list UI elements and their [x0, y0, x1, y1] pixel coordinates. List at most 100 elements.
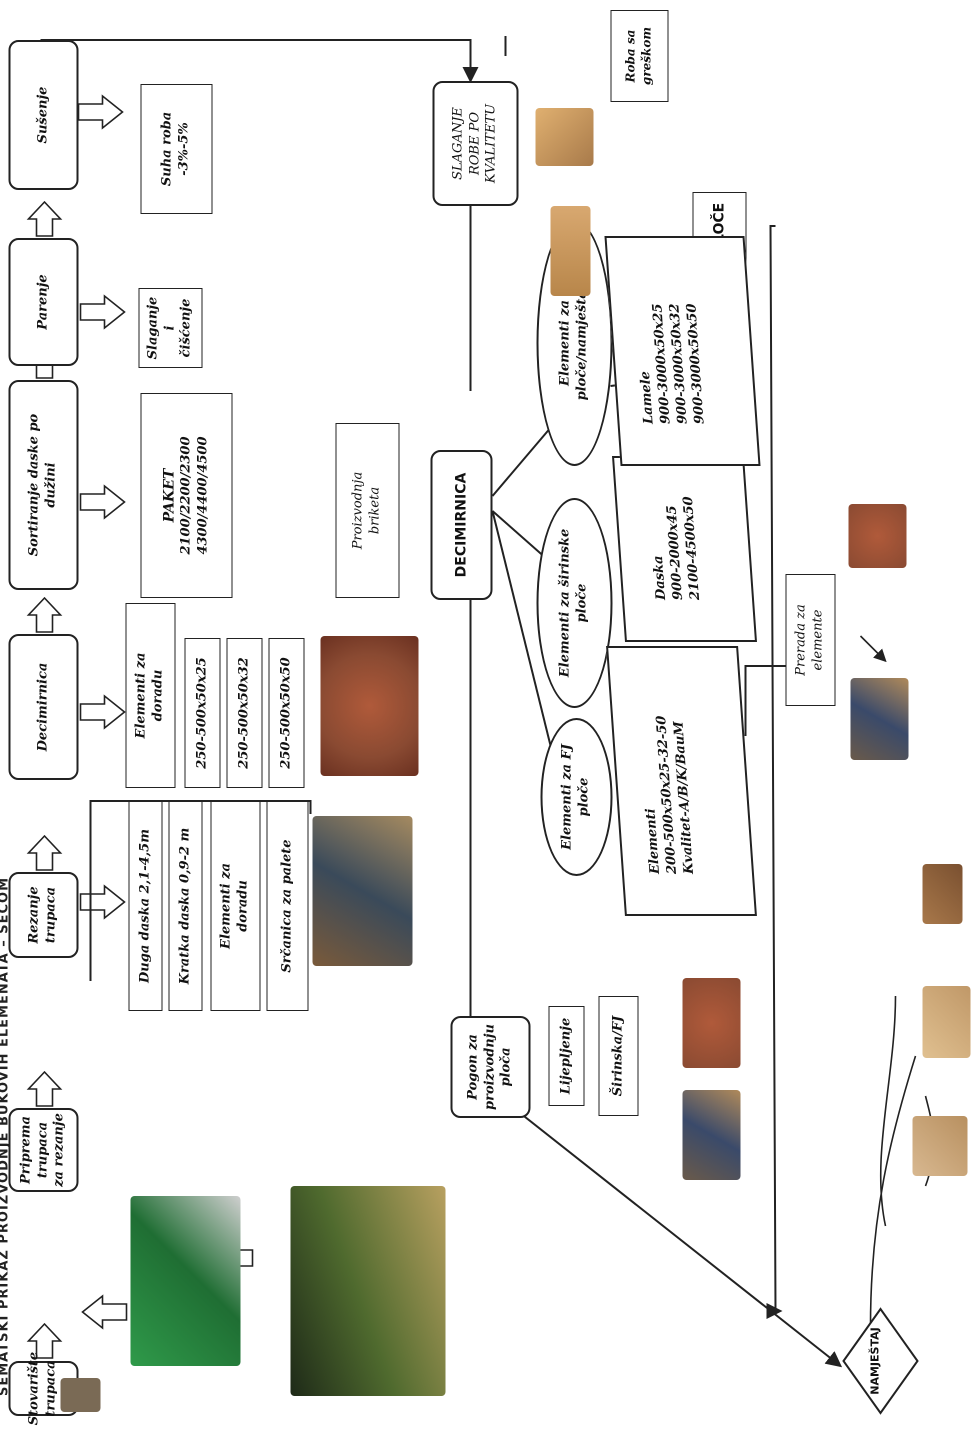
paket-box: PAKET 2100/2200/2300 4300/4400/4500 — [140, 393, 232, 598]
pogon-label: Pogon za proizvodnju ploča — [464, 1024, 514, 1110]
roba-greska-box: Roba sa greškom — [610, 10, 668, 102]
flow-arrow-4 — [26, 596, 62, 633]
size-label: 250-500x50x25 — [193, 657, 209, 769]
cabinet-photo — [922, 986, 970, 1058]
decimirnica-label: Decimirnica — [34, 662, 50, 752]
sortiranje-label: Sortiranje daske po dužini — [26, 413, 58, 557]
decimirnica-center-box: DECIMIRNICA — [430, 450, 492, 600]
flow-arrow-2 — [26, 1070, 62, 1107]
rezanje-output-label: Duga daska 2,1-4,5m — [136, 829, 152, 983]
sirinska-box: Širinska/FJ — [598, 996, 638, 1116]
decimirnica-output-label: Elementi za doradu — [133, 652, 165, 739]
up-arrow-stovariste — [80, 1294, 127, 1330]
parenje-output-label: Slaganje i čišćenje — [144, 296, 194, 360]
slaganje-label: SLAGANJE ROBE PO KVALITETU — [449, 103, 499, 184]
sawmill-photo-small — [850, 678, 908, 760]
rezanje-output-2: Kratka daska 0,9-2 m — [168, 801, 202, 1011]
down-arrow-sortiranje — [79, 484, 126, 520]
rezanje-output-1: Duga daska 2,1-4,5m — [128, 801, 162, 1011]
priprema-label: Priprema trupaca za rezanje — [17, 1113, 67, 1187]
ellipse-label: Elementi za ploče/namještaj — [557, 285, 589, 401]
size-label: 250-500x50x32 — [235, 657, 251, 769]
flow-arrow-6 — [26, 200, 62, 237]
wood-chips-photo — [320, 636, 418, 776]
rezanje-output-label: Elementi za doradu — [218, 863, 250, 949]
rezanje-output-label: Kratka daska 0,9-2 m — [176, 827, 192, 985]
susenje-label: Sušenje — [34, 86, 50, 144]
lumber-stack-photo-1 — [550, 206, 590, 296]
pogon-box: Pogon za proizvodnju ploča — [450, 1016, 530, 1118]
flow-arrow-1 — [26, 1322, 62, 1359]
furniture-curve-1 — [869, 1055, 916, 1327]
rezanje-output-4: Srčanica za palete — [266, 801, 308, 1011]
paket-line1: 2100/2200/2300 — [178, 436, 194, 555]
parallelogram-label: Daska 900-2000x45 2100-4500x50 — [650, 496, 703, 600]
size-box-1: 250-500x50x25 — [184, 638, 220, 788]
prerada-box: Prerada za elemente — [785, 574, 835, 706]
size-label: 250-500x50x50 — [277, 657, 293, 769]
ellipse-fj: Elementi za FJ ploče — [540, 718, 612, 876]
decimirnica-box: Decimirnica — [8, 634, 78, 780]
size-box-3: 250-500x50x50 — [268, 638, 304, 788]
namjestaj-label: NAMJEŠTAJ — [868, 1327, 881, 1395]
prerada-label: Prerada za elemente — [793, 604, 825, 676]
sirinska-label: Širinska/FJ — [609, 1015, 625, 1097]
lijepljenje-box: Lijepljenje — [548, 1006, 584, 1106]
priprema-box: Priprema trupaca za rezanje — [8, 1108, 78, 1192]
parenje-output-box: Slaganje i čišćenje — [138, 288, 202, 368]
rezanje-label: Rezanje trupaca — [26, 886, 58, 944]
chips-photo-small — [848, 504, 906, 568]
ellipse-label: Elementi za širinske ploče — [557, 528, 589, 678]
susenje-output-label: Suha roba -3%-5% — [159, 111, 191, 187]
parallelogram-lamele: Lamele 900-3000x50x25 900-3000x50x32 900… — [603, 236, 761, 466]
sawmill-photo-pogon — [682, 1090, 740, 1180]
paket-title: PAKET — [161, 468, 178, 523]
down-arrow-decimirnica — [79, 694, 126, 730]
parenje-label: Parenje — [34, 274, 50, 330]
decimirnica-center-label: DECIMIRNICA — [452, 472, 469, 578]
forest-photo — [290, 1186, 445, 1396]
lumber-stack-photo-2 — [535, 108, 593, 166]
briketi-box: Proizvodnja briketa — [335, 423, 399, 598]
rezanje-output-label: Srčanica za palete — [278, 839, 294, 973]
chips-photo-pogon — [682, 978, 740, 1068]
lijepljenje-label: Lijepljenje — [557, 1017, 573, 1095]
chair-photo — [912, 1116, 967, 1176]
line-d-el1 — [491, 510, 561, 787]
down-arrow-rezanje — [79, 884, 126, 920]
parallelogram-daska: Daska 900-2000x45 2100-4500x50 — [611, 456, 757, 642]
briketi-label: Proizvodnja briketa — [350, 471, 382, 550]
parallelogram-label: Elementi 200-500x50x25-32-50 Kvalitet-A/… — [642, 715, 697, 874]
furniture-curve-2 — [879, 995, 896, 1227]
loader-machine-photo — [130, 1196, 240, 1366]
rezanje-output-3: Elementi za doradu — [210, 801, 260, 1011]
line-par2-prerada — [744, 665, 785, 736]
line-ploce-namjestaj — [766, 225, 782, 1319]
susenje-output-box: Suha roba -3%-5% — [140, 84, 212, 214]
decimirnica-output-header: Elementi za doradu — [125, 603, 175, 788]
line-susenje-slaganje — [40, 39, 478, 83]
down-arrow-susenje — [77, 94, 124, 130]
ellipse-sirinske: Elementi za širinske ploče — [536, 498, 612, 708]
chairs-photo — [922, 864, 962, 924]
sawmill-photo — [312, 816, 412, 966]
namjestaj-diamond — [841, 1307, 919, 1415]
prerada-arrow — [859, 635, 887, 663]
slaganje-box: SLAGANJE ROBE PO KVALITETU — [432, 81, 518, 206]
parallelogram-label: Lamele 900-3000x50x25 900-3000x50x32 900… — [637, 303, 707, 424]
log-pile-photo — [60, 1378, 100, 1412]
stovariste-label: Stovarište trupaca — [26, 1351, 58, 1426]
flow-arrow-3 — [26, 834, 62, 871]
ellipse-label: Elementi za FJ ploče — [559, 744, 591, 850]
susenje-box: Sušenje — [8, 40, 78, 190]
roba-greska-label: Roba sa greškom — [623, 26, 653, 86]
sortiranje-box: Sortiranje daske po dužini — [8, 380, 78, 590]
size-box-2: 250-500x50x32 — [226, 638, 262, 788]
parallelogram-elementi: Elementi 200-500x50x25-32-50 Kvalitet-A/… — [605, 646, 757, 916]
rezanje-box: Rezanje trupaca — [8, 872, 78, 958]
down-arrow-parenje — [79, 294, 126, 330]
paket-line2: 4300/4400/4500 — [195, 436, 211, 555]
parenje-box: Parenje — [8, 238, 78, 366]
